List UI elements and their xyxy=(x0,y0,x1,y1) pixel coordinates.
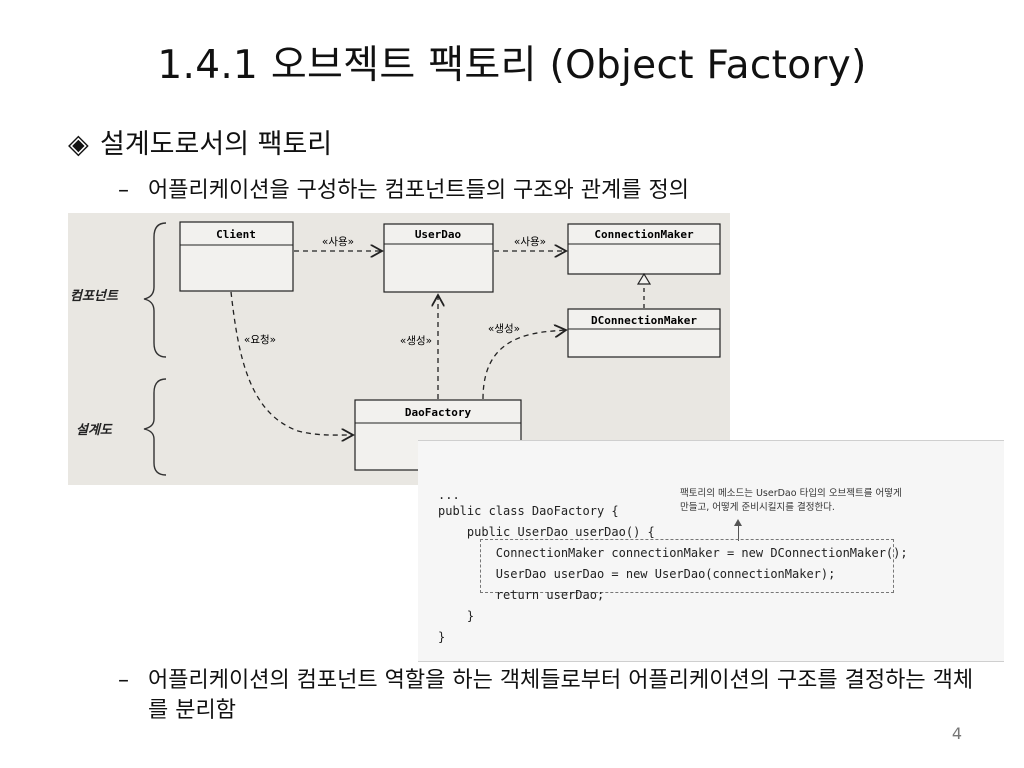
code-line: return userDao; xyxy=(438,588,605,602)
code-snippet: 팩토리의 메소드는 UserDao 타입의 오브젝트를 어떻게 만들고, 어떻게… xyxy=(418,440,1004,662)
connectionmaker-class: ConnectionMaker xyxy=(567,223,721,275)
create-label-2: «생성» xyxy=(488,323,520,335)
client-class-name: Client xyxy=(216,228,256,241)
class-diagram-svg: 컴포넌트 설계도 Client UserDao ConnectionMaker … xyxy=(70,221,721,476)
connectionmaker-class-name: ConnectionMaker xyxy=(594,228,694,241)
main-bullet-text: 설계도로서의 팩토리 xyxy=(100,129,333,160)
component-label: 컴포넌트 xyxy=(70,289,119,304)
use-label-2: «사용» xyxy=(514,236,546,248)
dconnectionmaker-class: DConnectionMaker xyxy=(567,308,721,358)
code-line: ... xyxy=(438,488,460,502)
code-line: public class DaoFactory { xyxy=(438,504,619,518)
create-label-1: «생성» xyxy=(400,335,432,347)
slide-title: 1.4.1 오브젝트 팩토리 (Object Factory) xyxy=(157,43,867,88)
request-label: «요청» xyxy=(244,334,276,346)
code-callout: 팩토리의 메소드는 UserDao 타입의 오브젝트를 어떻게 만들고, 어떻게… xyxy=(680,488,902,513)
userdao-class: UserDao xyxy=(383,223,494,293)
diamond-bullet-icon: ◈ xyxy=(68,129,89,160)
code-line: ConnectionMaker connectionMaker = new DC… xyxy=(438,546,908,560)
userdao-class-name: UserDao xyxy=(415,228,462,241)
realization-triangle xyxy=(636,272,652,285)
code-line: } xyxy=(438,630,446,644)
component-brace xyxy=(143,222,167,358)
sub-bullet-text: 어플리케이션의 컴포넌트 역할을 하는 객체들로부터 어플리케이션의 구조를 결… xyxy=(148,668,974,723)
sub-bullet-2: – 어플리케이션의 컴포넌트 역할을 하는 객체들로부터 어플리케이션의 구조를… xyxy=(118,666,978,726)
create-arrow-dconnectionmaker xyxy=(482,330,566,400)
page-number: 4 xyxy=(951,724,962,743)
daofactory-class-name: DaoFactory xyxy=(405,406,472,419)
callout-arrow-icon xyxy=(734,519,742,541)
client-class: Client xyxy=(179,221,294,292)
sub-bullet-text: 어플리케이션을 구성하는 컴포넌트들의 구조와 관계를 정의 xyxy=(148,178,689,203)
code-line: UserDao userDao = new UserDao(connection… xyxy=(438,567,836,581)
sub-bullet-1: – 어플리케이션을 구성하는 컴포넌트들의 구조와 관계를 정의 xyxy=(118,176,689,206)
blueprint-brace xyxy=(143,378,167,476)
class-diagram: 컴포넌트 설계도 Client UserDao ConnectionMaker … xyxy=(68,213,730,485)
dash-icon: – xyxy=(118,178,129,203)
dconnectionmaker-class-name: DConnectionMaker xyxy=(591,314,697,327)
use-label-1: «사용» xyxy=(322,236,354,248)
blueprint-label: 설계도 xyxy=(76,422,113,438)
code-line: } xyxy=(438,609,475,623)
dash-icon: – xyxy=(118,668,129,693)
code-highlight-box xyxy=(480,539,894,593)
main-bullet: ◈ 설계도로서의 팩토리 xyxy=(68,122,332,161)
code-line: public UserDao userDao() { xyxy=(438,525,655,539)
request-arrow xyxy=(230,291,353,435)
